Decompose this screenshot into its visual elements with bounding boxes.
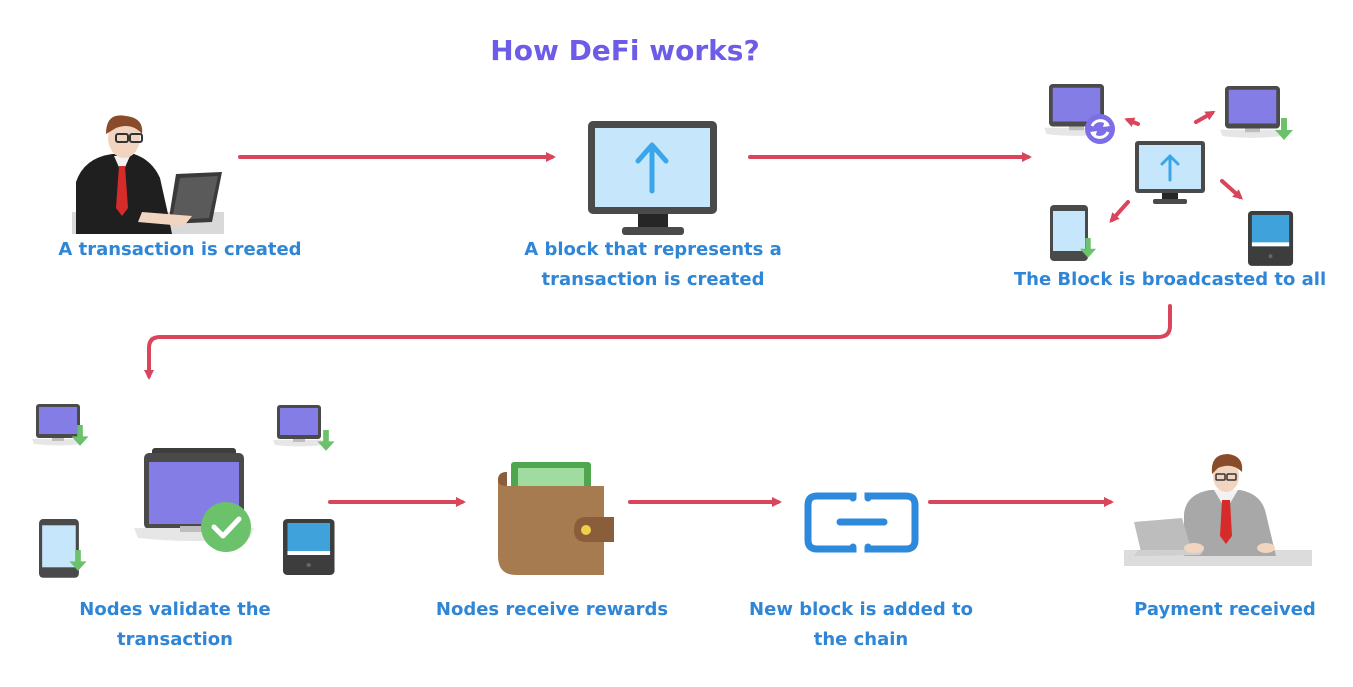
chain-link-icon [804,492,919,553]
sync-icon [1085,114,1115,144]
person-at-laptop-icon [72,115,224,234]
step-label-block-broadcast: The Block is broadcasted to all [1013,269,1327,290]
flow-connector-arrow [144,304,1172,380]
laptop-check-icon [32,404,335,578]
step-label-transaction-created: A transaction is created [58,239,302,260]
wallet-icon [498,462,614,575]
network-broadcast-icon [1044,84,1294,266]
step-label-payment-received: Payment received [1134,599,1316,620]
monitor-upload-icon [588,121,717,235]
step-label-block-added: New block is added to the chain [749,599,973,650]
step-label-block-created: A block that represents a transaction is… [524,239,782,290]
person-at-desk-icon [1124,454,1312,566]
step-label-nodes-validate: Nodes validate the transaction [79,599,271,650]
step-label-nodes-rewards: Nodes receive rewards [435,599,669,620]
page-title: How DeFi works? [490,34,760,67]
